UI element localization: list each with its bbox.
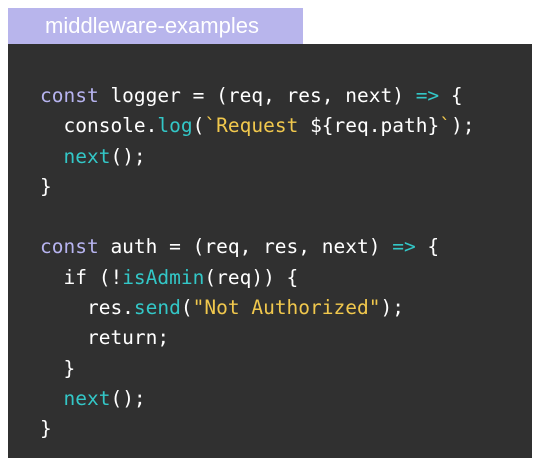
code-block: const logger = (req, res, next) => { con…: [40, 81, 474, 445]
code-token: (: [180, 296, 193, 320]
code-line: const logger = (req, res, next) => {: [40, 81, 474, 111]
code-token: log: [157, 114, 193, 138]
code-token: );: [380, 296, 404, 320]
code-line: console.log(`Request ${req.path}`);: [40, 111, 474, 141]
code-line: res.send("Not Authorized");: [40, 293, 474, 323]
editor-tab[interactable]: middleware-examples: [8, 8, 303, 44]
code-token: }: [40, 417, 52, 441]
code-line: }: [40, 172, 474, 202]
code-line: next();: [40, 142, 474, 172]
code-token: }: [40, 174, 52, 198]
code-token: "Not Authorized": [192, 296, 381, 320]
code-token: =>: [392, 235, 416, 259]
code-token: );: [450, 114, 475, 138]
code-token: =>: [415, 84, 440, 107]
code-token: auth = (req, res, next): [98, 235, 393, 259]
code-token: {: [415, 235, 440, 259]
code-line: next();: [40, 384, 474, 414]
code-token: next: [63, 386, 111, 410]
tab-label: middleware-examples: [45, 13, 259, 38]
code-token: ${req.path}: [310, 114, 440, 138]
code-line: [40, 202, 474, 232]
code-token: next: [63, 144, 111, 168]
code-line: if (!isAdmin(req)) {: [40, 263, 474, 293]
code-token: res.: [40, 296, 134, 320]
code-token: return;: [40, 326, 170, 350]
code-token: (req)) {: [204, 265, 299, 289]
code-token: const: [40, 84, 99, 107]
code-token: `Request: [204, 114, 311, 138]
code-token: ();: [110, 386, 146, 410]
code-line: }: [40, 354, 474, 384]
code-line: const auth = (req, res, next) => {: [40, 232, 474, 262]
code-token: }: [40, 356, 76, 380]
code-token: if (!: [40, 265, 123, 289]
code-token: logger = (req, res, next): [98, 84, 416, 107]
code-token: send: [133, 296, 181, 320]
code-panel: const logger = (req, res, next) => { con…: [8, 44, 532, 458]
code-token: const: [40, 235, 99, 259]
code-token: {: [439, 84, 463, 107]
code-token: [40, 145, 63, 168]
code-line: }: [40, 414, 474, 444]
code-token: console.: [40, 114, 158, 138]
code-line: return;: [40, 323, 474, 353]
code-token: isAdmin: [122, 265, 205, 289]
code-token: [40, 387, 63, 410]
code-token: (: [192, 114, 205, 138]
code-token: ();: [110, 144, 146, 168]
code-token: `: [439, 114, 451, 138]
